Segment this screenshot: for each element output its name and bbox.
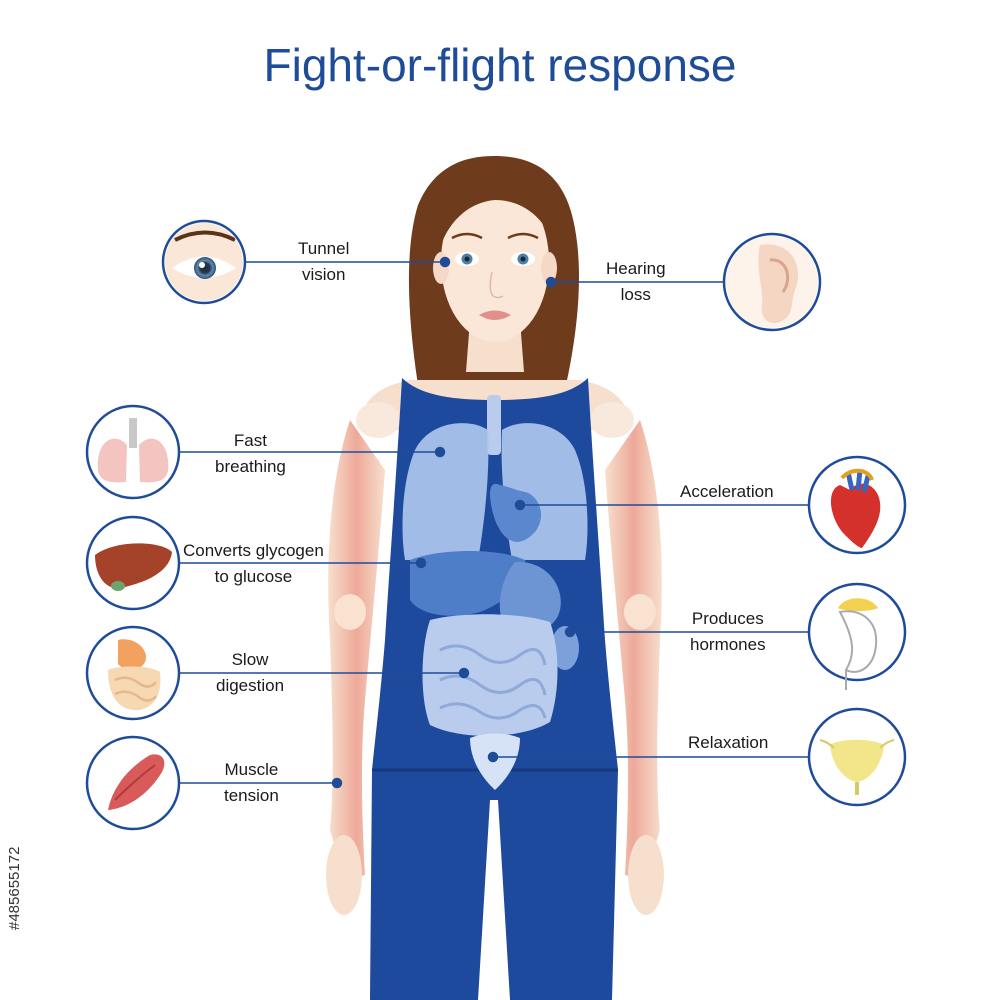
human-figure (326, 156, 664, 1000)
trachea (487, 395, 501, 455)
label-produces-hormones: Produces hormones (690, 606, 766, 658)
label-line: Slow (231, 650, 269, 669)
label-line: breathing (215, 457, 286, 476)
label-fast-breathing: Fast breathing (215, 428, 286, 480)
adrenal-kidney-icon (807, 582, 907, 690)
label-line: Muscle (224, 760, 279, 779)
label-line: Acceleration (680, 482, 774, 501)
label-line: digestion (216, 676, 285, 695)
muscle-icon (85, 735, 181, 831)
digestive-icon (85, 625, 181, 721)
eye-icon (161, 219, 247, 305)
label-line: Tunnel (298, 239, 350, 258)
diagram-title: Fight-or-flight response (263, 39, 737, 91)
lungs-icon (85, 404, 181, 500)
bladder-icon (807, 707, 907, 807)
stock-id: #485655172 (6, 846, 23, 930)
label-hearing-loss: Hearing loss (606, 256, 666, 308)
ear-icon (722, 232, 822, 332)
label-slow-digestion: Slow digestion (216, 647, 284, 699)
pants (370, 770, 618, 1000)
label-line: Produces (691, 609, 764, 628)
right-arm (605, 420, 662, 880)
left-arm (328, 420, 385, 880)
label-line: Relaxation (688, 733, 769, 752)
label-line: loss (620, 285, 651, 304)
liver (410, 551, 526, 616)
label-line: hormones (690, 635, 766, 654)
label-line: Hearing (606, 259, 666, 278)
label-line: vision (301, 265, 346, 284)
label-tunnel-vision: Tunnel vision (298, 236, 349, 288)
liver-icon (85, 515, 181, 611)
label-line: Converts glycogen (183, 541, 324, 560)
leader-lines (180, 256, 808, 789)
heart (490, 483, 542, 542)
lung-left (402, 423, 489, 560)
label-line: to glucose (214, 567, 293, 586)
face (441, 182, 549, 342)
heart-icon (807, 455, 907, 555)
label-glycogen: Converts glycogen to glucose (183, 538, 324, 590)
label-acceleration: Acceleration (680, 479, 774, 505)
label-relaxation: Relaxation (688, 730, 768, 756)
label-muscle-tension: Muscle tension (224, 757, 279, 809)
label-line: tension (224, 786, 279, 805)
label-line: Fast (233, 431, 267, 450)
